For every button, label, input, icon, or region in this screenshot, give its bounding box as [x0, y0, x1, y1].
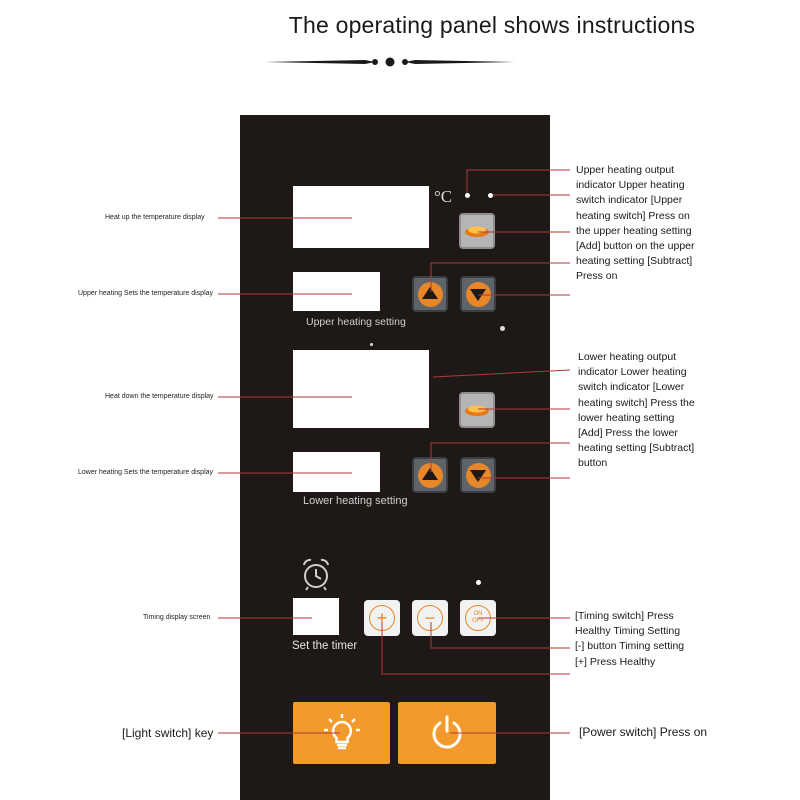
label-timing-block: [Timing switch] Press Healthy Timing Set… — [575, 610, 685, 668]
lower-add-button[interactable] — [412, 457, 448, 493]
panel-dot — [370, 343, 373, 346]
timing-display — [293, 598, 339, 635]
label-heat-up-display: Heat up the temperature display — [105, 214, 205, 221]
label-upper-set-display: Upper heating Sets the temperature displ… — [78, 290, 214, 297]
label-power-switch: [Power switch] Press on — [579, 725, 708, 739]
upper-setting-display — [293, 272, 380, 311]
power-icon — [432, 715, 462, 749]
label-upper-block: Upper heating output indicator Upper hea… — [576, 164, 695, 283]
alarm-clock-icon — [303, 558, 329, 591]
upper-subtract-button[interactable] — [460, 276, 496, 312]
panel-dot — [500, 326, 505, 331]
upper-heating-switch-indicator — [488, 193, 493, 198]
lower-subtract-button[interactable] — [460, 457, 496, 493]
off-text: OFF — [472, 618, 484, 624]
lower-temperature-display — [293, 350, 429, 428]
upper-add-button[interactable] — [412, 276, 448, 312]
lower-heating-setting-caption: Lower heating setting — [303, 495, 408, 507]
set-the-timer-caption: Set the timer — [292, 640, 358, 652]
minus-icon: − — [417, 605, 443, 631]
ornament-divider — [265, 57, 515, 67]
label-lower-set-display: Lower heating Sets the temperature displ… — [78, 469, 214, 476]
upper-heating-switch-button[interactable] — [459, 213, 495, 249]
label-lower-block: Lower heating output indicator Lower hea… — [578, 351, 695, 470]
label-timing-display: Timing display screen — [143, 614, 211, 621]
timing-indicator — [476, 580, 481, 585]
upper-heating-output-indicator — [465, 193, 470, 198]
light-bulb-icon — [323, 714, 360, 750]
label-heat-down-display: Heat down the temperature display — [105, 393, 214, 400]
label-light-switch: [Light switch] key — [122, 726, 214, 740]
arrow-down-icon — [465, 462, 491, 488]
arrow-up-icon — [417, 462, 443, 488]
lower-setting-display — [293, 452, 380, 492]
page-title: The operating panel shows instructions — [288, 12, 696, 38]
upper-temperature-display — [293, 186, 429, 248]
timer-minus-button[interactable]: − — [412, 600, 448, 636]
heater-led-icon — [465, 226, 489, 237]
celsius-unit: °C — [434, 187, 453, 206]
on-text: ON — [473, 611, 483, 617]
upper-heating-setting-caption: Upper heating setting — [306, 316, 406, 328]
arrow-up-icon — [417, 281, 443, 307]
